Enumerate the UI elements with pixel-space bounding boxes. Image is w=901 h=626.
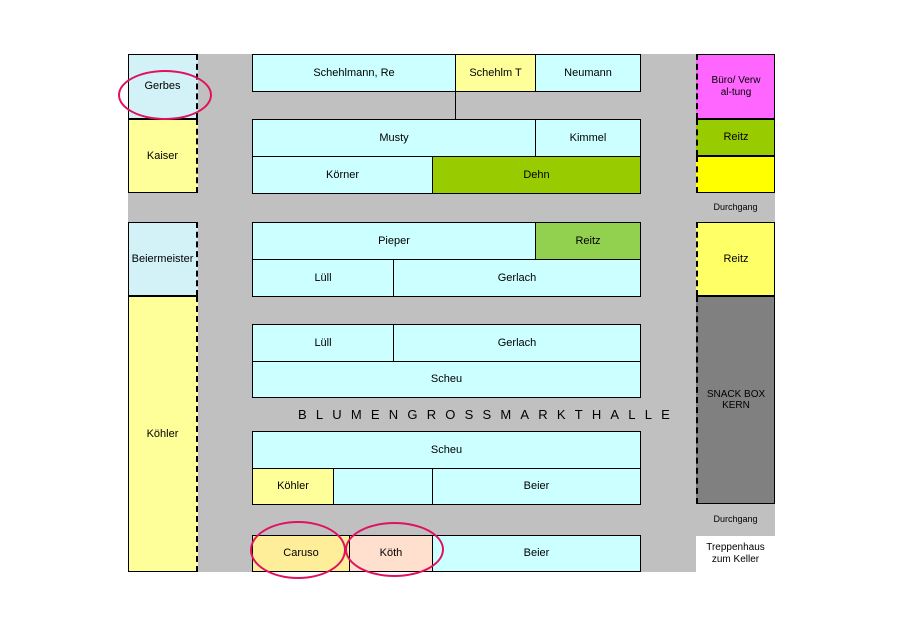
- divider-line: [455, 91, 456, 119]
- stall-label: SNACK BOX KERN: [706, 388, 766, 412]
- stall-label: Gerlach: [497, 271, 537, 284]
- highlight-ring-caruso: [250, 521, 346, 579]
- stall-koehler-block5[interactable]: Köhler: [252, 468, 334, 505]
- stall-label: Schehlm T: [469, 66, 522, 79]
- stall-label: Scheu: [430, 443, 463, 456]
- stall-reitz-mid[interactable]: Reitz: [696, 222, 775, 296]
- stall-label: Reitz: [575, 234, 601, 247]
- stall-reitz-top[interactable]: Reitz: [696, 119, 775, 156]
- stall-scheu-1[interactable]: Scheu: [252, 361, 641, 398]
- stall-label: Körner: [325, 168, 360, 181]
- stall-reitz-block3[interactable]: Reitz: [535, 222, 641, 260]
- highlight-ring-gerbes: [118, 70, 212, 120]
- stall-kimmel[interactable]: Kimmel: [535, 119, 641, 157]
- stall-luell-1[interactable]: Lüll: [252, 259, 394, 297]
- stall-luell-2[interactable]: Lüll: [252, 324, 394, 362]
- stall-label: Kimmel: [569, 131, 607, 144]
- snack-box-kern[interactable]: SNACK BOX KERN: [696, 296, 775, 504]
- cross-aisle-1: [128, 193, 775, 222]
- stall-beier-2[interactable]: Beier: [432, 535, 641, 572]
- stall-scheu-2[interactable]: Scheu: [252, 431, 641, 469]
- stall-musty[interactable]: Musty: [252, 119, 536, 157]
- stall-gerlach-2[interactable]: Gerlach: [393, 324, 641, 362]
- stall-label: Schehlmann, Re: [313, 66, 395, 79]
- hall-title: BLUMENGROSSMARKTHALLE: [298, 407, 680, 422]
- stall-kaiser[interactable]: Kaiser: [128, 119, 198, 193]
- stall-beiermeister[interactable]: Beiermeister: [128, 222, 198, 296]
- stall-empty-block5[interactable]: [333, 468, 433, 505]
- stall-pieper[interactable]: Pieper: [252, 222, 536, 260]
- stall-label: Beier: [523, 547, 550, 560]
- highlight-ring-koeth: [345, 522, 444, 577]
- stall-beier-1[interactable]: Beier: [432, 468, 641, 505]
- stall-label: Lüll: [314, 336, 332, 349]
- stall-schehlmann-re[interactable]: Schehlmann, Re: [252, 54, 456, 92]
- stall-label: Musty: [379, 131, 409, 144]
- stall-label: Neumann: [564, 66, 612, 79]
- passage-durchgang-2: Durchgang: [713, 513, 758, 524]
- stall-label: Köhler: [277, 480, 309, 493]
- stall-label: Lüll: [314, 271, 332, 284]
- stall-koerner[interactable]: Körner: [252, 156, 433, 194]
- stall-label: Beier: [523, 480, 550, 493]
- stall-label: Köhler: [146, 427, 179, 440]
- passage-durchgang-1: Durchgang: [713, 202, 758, 213]
- stall-label: Reitz: [723, 131, 749, 144]
- stall-yellow-empty[interactable]: [696, 156, 775, 193]
- stall-label: Kaiser: [146, 149, 179, 162]
- stall-label: Beiermeister: [131, 252, 194, 265]
- stall-schehlm-t[interactable]: Schehlm T: [455, 54, 536, 92]
- stall-koehler-left[interactable]: Köhler: [128, 296, 198, 572]
- office-buero-verwaltung[interactable]: Büro/ Verwal-tung: [696, 54, 775, 119]
- stall-label: Dehn: [523, 168, 550, 181]
- stall-label: Gerlach: [497, 336, 537, 349]
- stall-neumann[interactable]: Neumann: [535, 54, 641, 92]
- stall-label: Pieper: [378, 234, 410, 247]
- stall-label: Reitz: [723, 252, 749, 265]
- staircase-treppenhaus: Treppenhaus zum Keller: [696, 536, 775, 572]
- stall-label: Scheu: [430, 373, 463, 386]
- stall-gerlach-1[interactable]: Gerlach: [393, 259, 641, 297]
- stall-label: Büro/ Verwal-tung: [711, 75, 761, 98]
- stall-dehn[interactable]: Dehn: [432, 156, 641, 194]
